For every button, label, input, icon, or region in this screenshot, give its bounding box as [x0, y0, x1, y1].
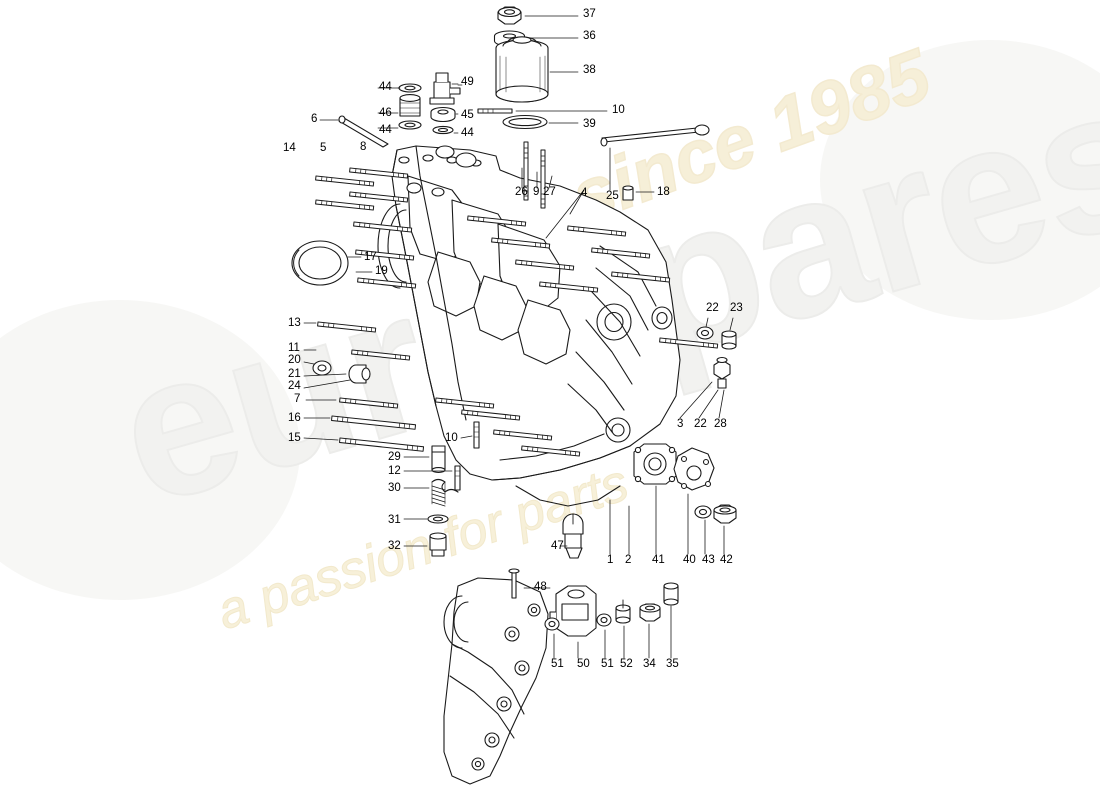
callout-14: 14 — [283, 142, 296, 154]
callout-34: 34 — [643, 658, 656, 670]
callout-24: 24 — [288, 380, 301, 392]
callout-13: 13 — [288, 317, 301, 329]
callout-20: 20 — [288, 354, 301, 366]
callout-22-top: 22 — [706, 302, 719, 314]
callout-46: 46 — [379, 107, 392, 119]
callout-37: 37 — [583, 8, 596, 20]
callout-44-a: 44 — [379, 81, 392, 93]
callout-7: 7 — [294, 393, 301, 405]
callout-6: 6 — [311, 113, 318, 125]
callout-5: 5 — [320, 142, 327, 154]
callout-16: 16 — [288, 412, 301, 424]
callout-40: 40 — [683, 554, 696, 566]
callout-32: 32 — [388, 540, 401, 552]
callout-17: 17 — [364, 251, 377, 263]
callout-10-top: 10 — [612, 104, 625, 116]
callout-51-a: 51 — [551, 658, 564, 670]
callout-35: 35 — [666, 658, 679, 670]
callout-36: 36 — [583, 30, 596, 42]
callout-12: 12 — [388, 465, 401, 477]
callout-42: 42 — [720, 554, 733, 566]
callout-18: 18 — [657, 186, 670, 198]
callout-49: 49 — [461, 76, 474, 88]
callout-28: 28 — [714, 418, 727, 430]
callout-10-mid: 10 — [445, 432, 458, 444]
callout-52: 52 — [620, 658, 633, 670]
callout-22-bottom: 22 — [694, 418, 707, 430]
callout-44-b: 44 — [379, 124, 392, 136]
callout-15: 15 — [288, 432, 301, 444]
callout-38: 38 — [583, 64, 596, 76]
callout-47: 47 — [551, 540, 564, 552]
callout-11: 11 — [288, 342, 300, 354]
callout-3: 3 — [677, 418, 684, 430]
callout-51-b: 51 — [601, 658, 614, 670]
callout-31: 31 — [388, 514, 401, 526]
callout-2: 2 — [625, 554, 632, 566]
callout-9: 9 — [533, 186, 540, 198]
callout-8: 8 — [360, 141, 367, 153]
callout-1: 1 — [607, 554, 614, 566]
callout-50: 50 — [577, 658, 590, 670]
callout-48: 48 — [534, 581, 547, 593]
callout-41: 41 — [652, 554, 665, 566]
callout-43: 43 — [702, 554, 715, 566]
callout-27: 27 — [543, 186, 556, 198]
callout-45: 45 — [461, 109, 474, 121]
callout-23: 23 — [730, 302, 743, 314]
callout-19: 19 — [375, 265, 388, 277]
callout-30: 30 — [388, 482, 401, 494]
callout-26: 26 — [515, 186, 528, 198]
callout-39: 39 — [583, 118, 596, 130]
callout-21: 21 — [288, 368, 301, 380]
callout-4: 4 — [581, 187, 588, 199]
callout-29: 29 — [388, 451, 401, 463]
callout-25: 25 — [606, 190, 619, 202]
callout-44-c: 44 — [461, 127, 474, 139]
